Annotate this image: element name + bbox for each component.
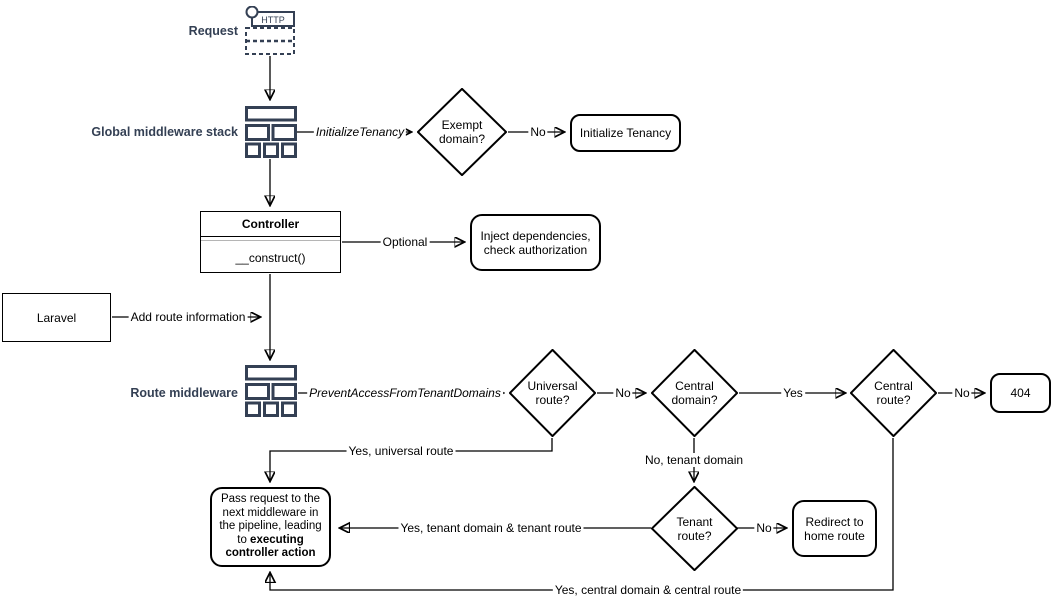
inject-dependencies-node: Inject dependencies, check authorization	[470, 214, 601, 271]
http-icon-text: HTTP	[261, 15, 285, 25]
not-found-node: 404	[990, 373, 1051, 413]
route-middleware-stack-icon	[245, 365, 297, 417]
edge-label-add-route-information: Add route information	[128, 310, 248, 324]
decision-universal-route: Universal route?	[509, 349, 596, 437]
edge-label-optional: Optional	[380, 235, 430, 249]
edge-label-exempt-no: No	[528, 125, 548, 139]
middleware-stack-icon	[245, 106, 297, 158]
pass-request-node: Pass request to the next middleware in t…	[210, 487, 331, 567]
edge-label-initialize-tenancy: InitializeTenancy	[313, 125, 407, 139]
edge-label-prevent-access: PreventAccessFromTenantDomains	[307, 386, 503, 400]
request-label: Request	[188, 24, 238, 38]
edge-label-central-route-no: No	[952, 386, 972, 400]
controller-separator	[201, 236, 340, 241]
controller-method: __construct()	[235, 250, 306, 265]
edge-label-yes-tenant-route: Yes, tenant domain & tenant route	[398, 521, 584, 535]
initialize-tenancy-node: Initialize Tenancy	[570, 114, 681, 152]
pass-request-text: Pass request to the next middleware in t…	[219, 493, 322, 560]
laravel-node: Laravel	[2, 293, 111, 342]
http-request-icon: HTTP	[245, 6, 295, 55]
decision-exempt-domain: Exempt domain?	[417, 88, 507, 176]
decision-central-domain: Central domain?	[651, 349, 738, 437]
controller-title: Controller	[241, 217, 300, 231]
controller-class-box: Controller __construct()	[200, 211, 341, 273]
route-middleware-label: Route middleware	[130, 386, 238, 400]
edge-label-yes-central-route: Yes, central domain & central route	[552, 583, 744, 597]
decision-central-route: Central route?	[850, 349, 937, 437]
edge-label-no-tenant-domain: No, tenant domain	[642, 453, 746, 467]
edge-label-tenant-no: No	[754, 521, 774, 535]
decision-tenant-route: Tenant route?	[651, 486, 738, 571]
edge-label-central-domain-yes: Yes	[781, 386, 805, 400]
redirect-home-node: Redirect to home route	[792, 500, 877, 557]
edge-label-yes-universal-route: Yes, universal route	[346, 444, 456, 458]
edge-label-universal-no: No	[613, 386, 633, 400]
global-middleware-stack-label: Global middleware stack	[91, 125, 238, 139]
